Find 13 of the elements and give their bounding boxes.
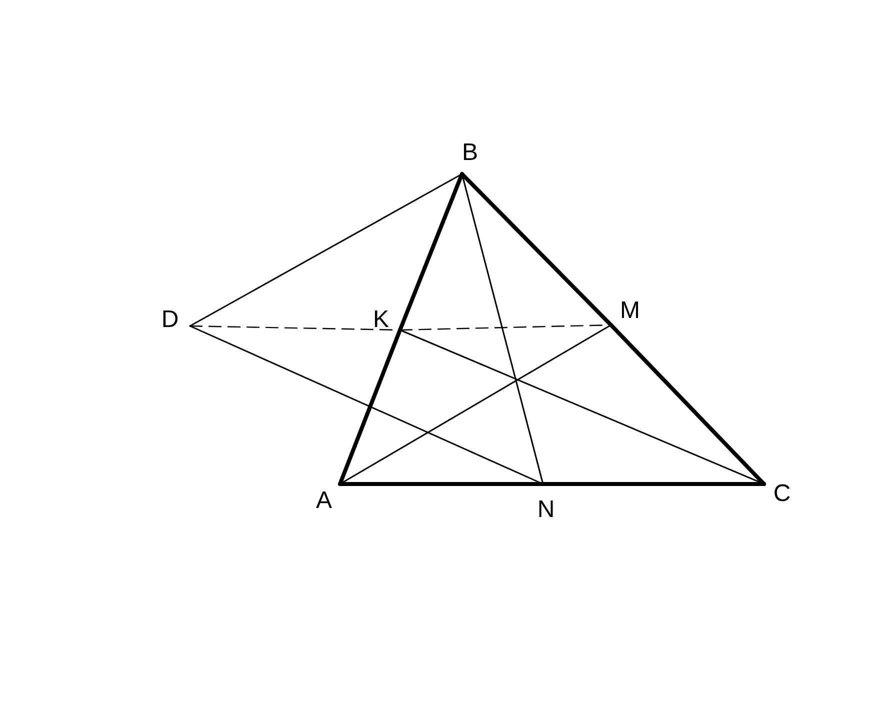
point-label: K	[370, 307, 392, 333]
point-label: A	[313, 488, 335, 514]
line-segment	[541, 482, 766, 486]
point-label: D	[159, 307, 181, 333]
line-segment	[398, 172, 464, 332]
line-segment	[189, 173, 463, 327]
line-segment	[338, 482, 545, 486]
point-label: C	[771, 481, 793, 507]
line-segment	[460, 172, 613, 327]
point-label: M	[619, 298, 641, 324]
line-segment	[399, 324, 612, 331]
point-label: B	[459, 140, 481, 166]
point-label: N	[535, 497, 557, 523]
